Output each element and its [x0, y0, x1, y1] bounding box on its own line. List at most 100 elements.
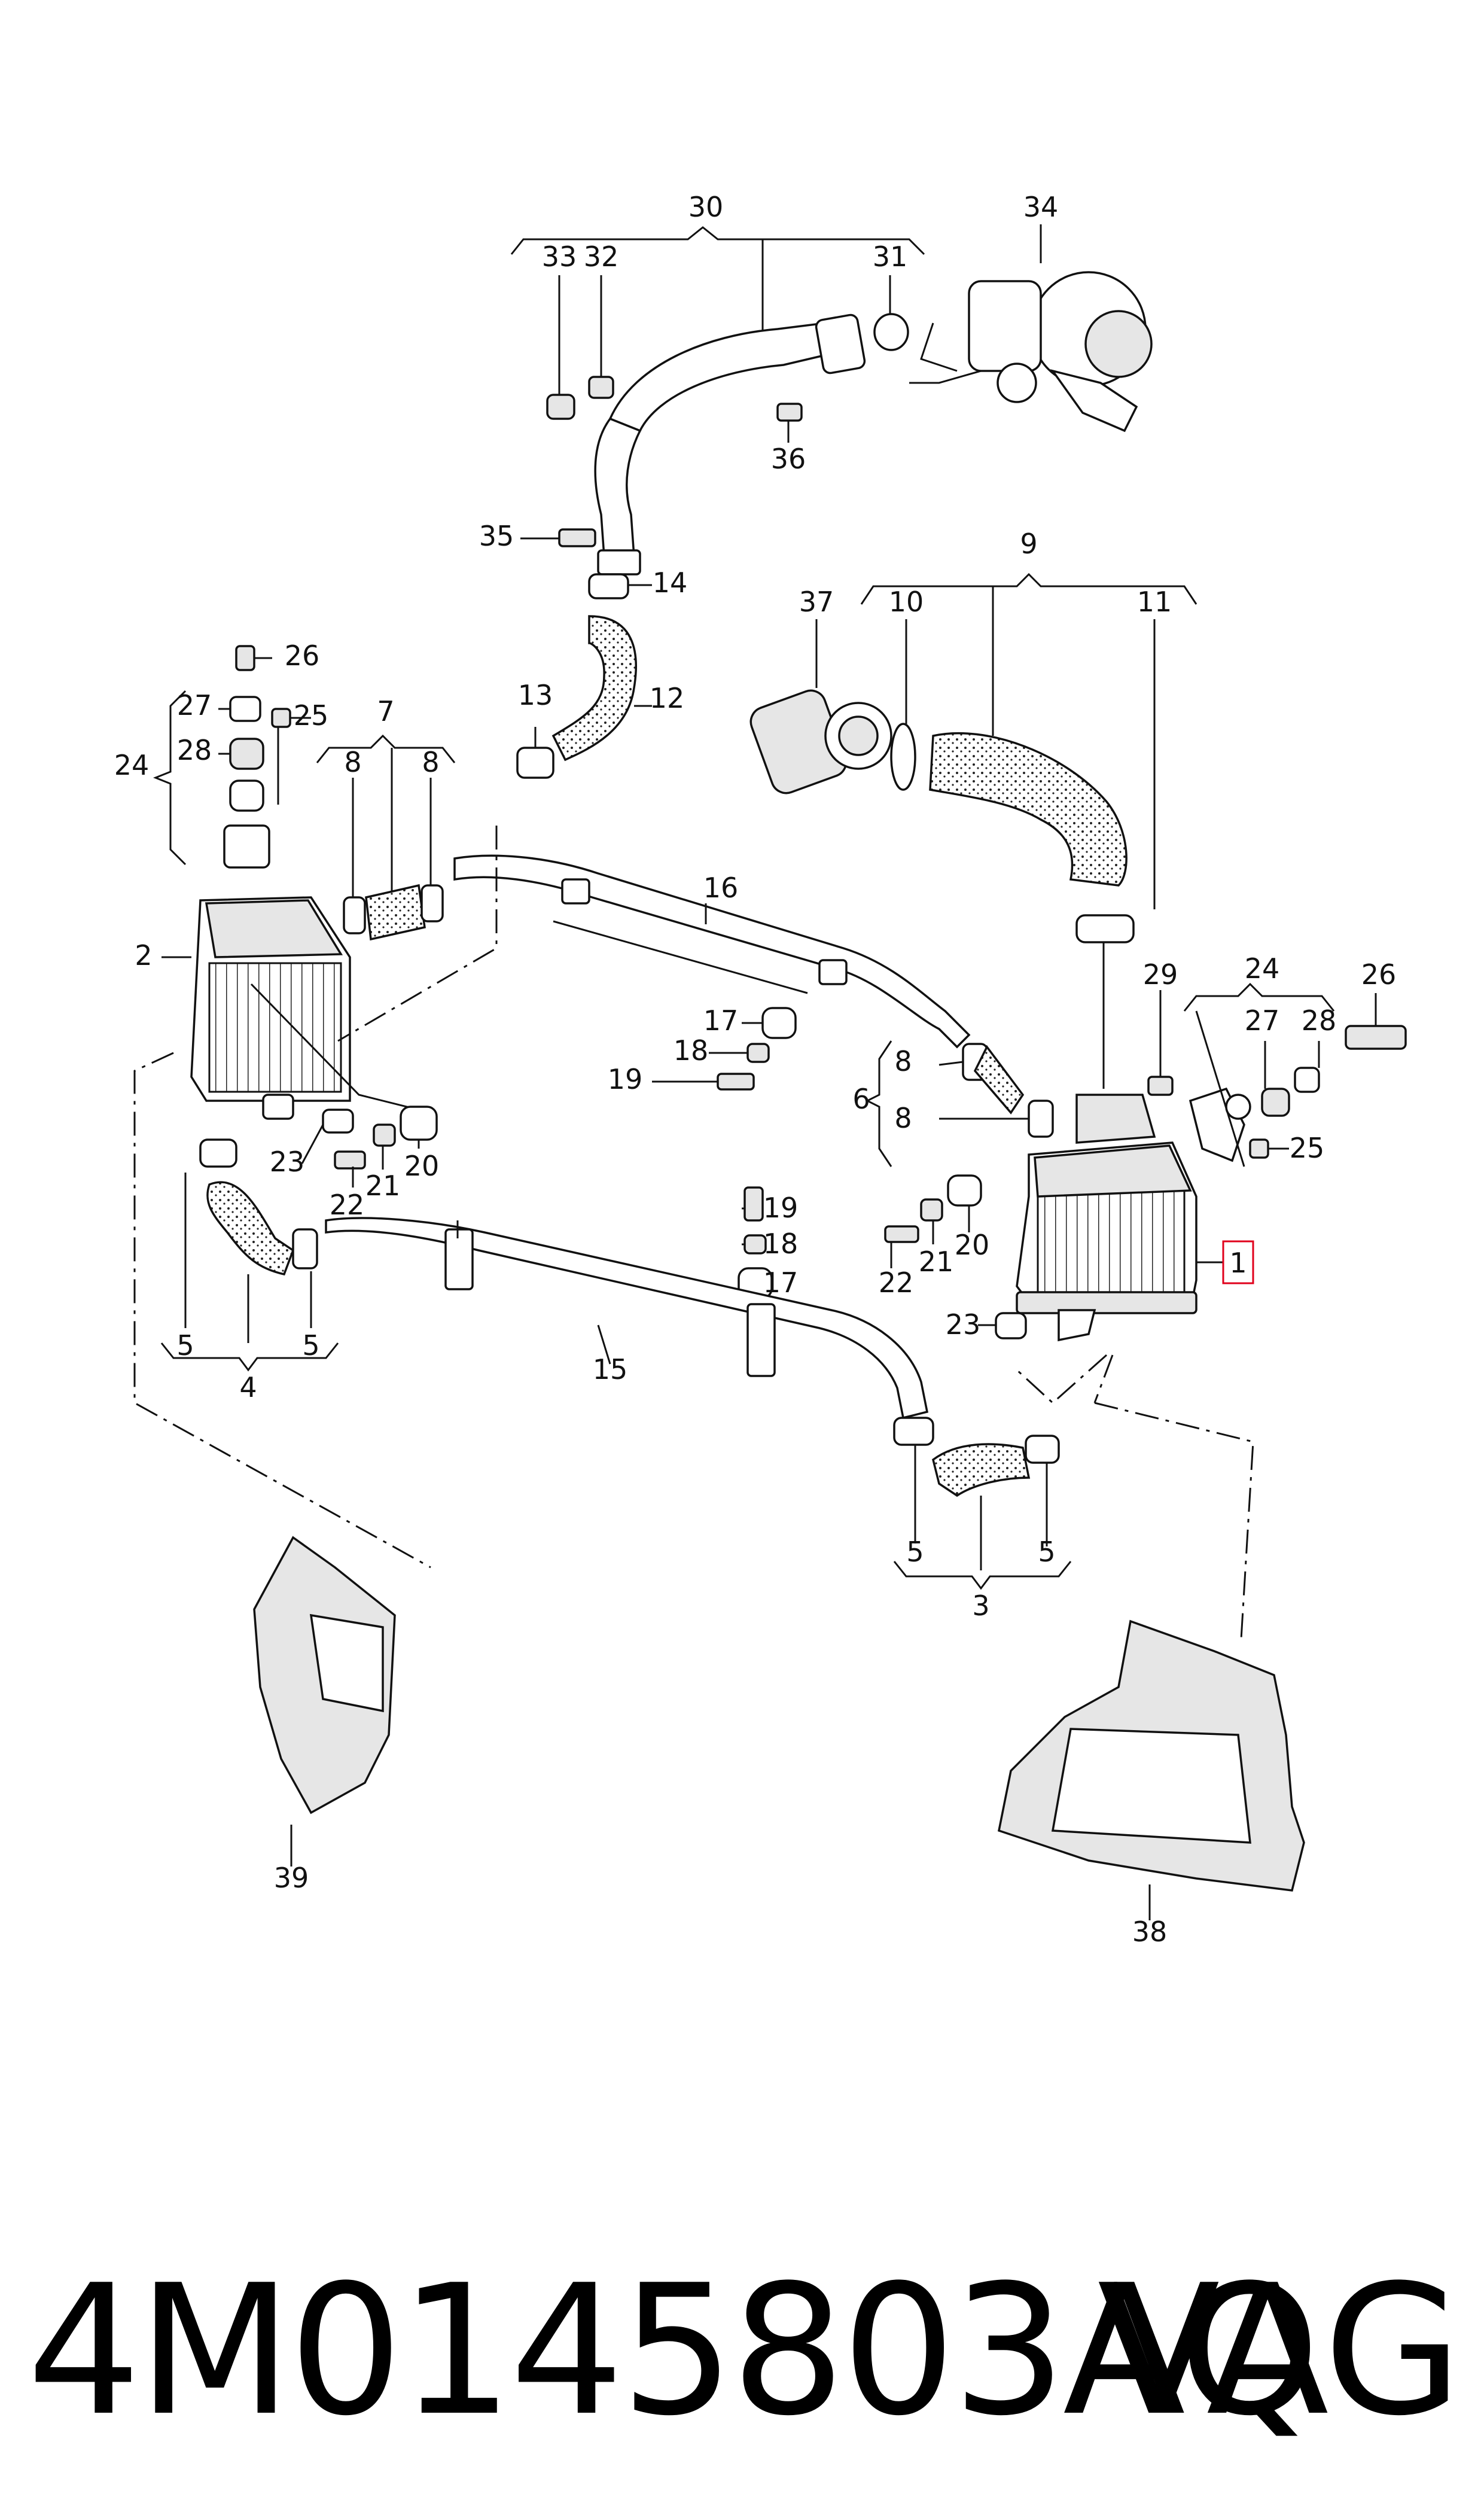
hose-12: [551, 615, 637, 762]
callout-27: 27: [177, 689, 212, 721]
washer-18-center: [746, 1043, 770, 1063]
callout-20-2: 20: [955, 1229, 990, 1261]
hose-6: [973, 1045, 1025, 1115]
callout-15: 15: [593, 1353, 628, 1386]
callout-36: 36: [771, 443, 806, 475]
grommet-left: [229, 780, 264, 812]
hose-7: [365, 884, 426, 941]
pipe-bracket-b: [818, 959, 848, 985]
callout-25-2: 25: [1290, 1132, 1325, 1164]
callout-23: 23: [270, 1146, 305, 1178]
air-guide-39: [253, 1536, 396, 1867]
grommet-23-left: [322, 1109, 354, 1134]
intercooler-2: [190, 896, 351, 1102]
bolt-22-right: [884, 1225, 919, 1243]
callout-18: 18: [674, 1034, 709, 1067]
callout-31: 31: [873, 240, 908, 273]
brand-name: VAG: [1097, 2246, 1462, 2455]
washer-27-left: [229, 696, 261, 722]
bolt-36: [776, 403, 803, 422]
right-intercooler-group: [738, 982, 1407, 1342]
callout-28-2: 28: [1302, 1004, 1337, 1037]
washer-21-left: [373, 1123, 396, 1147]
mount-20-left: [400, 1106, 438, 1141]
clamp-14: [588, 573, 629, 599]
callout-34: 34: [1023, 191, 1059, 223]
highlight-box-1: [1222, 1240, 1254, 1284]
pipe-flange: [815, 313, 866, 374]
lower-pipe-group: [133, 1052, 1254, 1640]
clamp-8-left-a: [343, 896, 366, 934]
clamp-5-left-a: [199, 1138, 237, 1168]
hose-9: [929, 732, 1128, 887]
air-guide-38: [997, 1619, 1305, 1920]
callout-6: 6: [852, 1083, 870, 1115]
clamp-5-right-b: [1025, 1435, 1060, 1464]
callout-33: 33: [542, 240, 577, 273]
callout-22-2: 22: [879, 1266, 914, 1299]
callout-37: 37: [799, 586, 834, 618]
washer-right: [1225, 1094, 1251, 1120]
pipe-fitting: [597, 549, 641, 576]
callout-5: 5: [176, 1329, 194, 1362]
bolt-35: [558, 528, 596, 547]
callout-5-3: 5: [906, 1536, 924, 1568]
grommet-28-left: [229, 738, 264, 770]
callout-17-2: 17: [763, 1266, 799, 1299]
callout-19-2: 19: [763, 1192, 799, 1224]
bolt-19-lower: [743, 1186, 764, 1222]
callout-24: 24: [114, 749, 150, 781]
turbo-pipe-group: [510, 224, 1153, 779]
pipe-bracket-d: [746, 1303, 776, 1377]
callout-23-2: 23: [946, 1308, 981, 1341]
part-number: 4M0145803AQ: [27, 2246, 1320, 2455]
callout-1: 1: [1229, 1247, 1247, 1279]
pipe-bracket-a: [561, 878, 590, 905]
footer: 4M0145803AQ VAG: [0, 2249, 1484, 2465]
bracket-left: [223, 824, 270, 869]
mount-17-center: [761, 1007, 797, 1039]
callout-5-2: 5: [302, 1329, 319, 1362]
clamp-8-left-b: [420, 884, 444, 922]
outlet-left: [262, 1094, 294, 1120]
callout-26: 26: [285, 640, 320, 672]
bolt-25-left: [271, 708, 291, 728]
callout-17: 17: [703, 1004, 739, 1037]
callout-24-2: 24: [1245, 952, 1280, 985]
callout-12: 12: [650, 682, 685, 714]
callout-4: 4: [239, 1371, 257, 1403]
exploded-parts-diagram: 1234555567888891011121314151617171818191…: [114, 191, 1407, 1948]
pipe-16-group: [337, 826, 971, 1091]
callout-32: 32: [584, 240, 619, 273]
callout-14: 14: [653, 567, 688, 599]
callout-30: 30: [688, 191, 724, 223]
callout-35: 35: [479, 520, 514, 552]
callout-8-4: 8: [894, 1102, 912, 1134]
plug-33: [546, 394, 575, 420]
mount-20-right: [947, 1174, 982, 1207]
callout-39: 39: [274, 1862, 309, 1894]
callout-5-4: 5: [1038, 1536, 1055, 1568]
clamp-8-right-b: [1028, 1100, 1054, 1138]
intercooler-1: [1016, 1094, 1197, 1314]
callout-8: 8: [344, 746, 361, 778]
callout-11: 11: [1137, 586, 1172, 618]
grommet-23-right: [995, 1312, 1027, 1339]
hose-3: [932, 1443, 1031, 1497]
washer-18-lower: [743, 1234, 767, 1255]
callout-20: 20: [404, 1150, 440, 1182]
bolt-19-center: [717, 1073, 755, 1091]
callout-22: 22: [330, 1189, 365, 1221]
pipe-15: [325, 1217, 929, 1420]
callout-16: 16: [703, 872, 739, 904]
callout-21-2: 21: [919, 1246, 954, 1278]
callout-2: 2: [135, 939, 152, 972]
callout-9: 9: [1020, 528, 1037, 560]
hose-4: [206, 1181, 295, 1276]
callout-8-2: 8: [422, 746, 439, 778]
bolt-22-left: [334, 1150, 366, 1170]
callout-28: 28: [177, 734, 212, 766]
callout-21: 21: [365, 1170, 401, 1202]
turbocharger-34: [968, 271, 1153, 433]
